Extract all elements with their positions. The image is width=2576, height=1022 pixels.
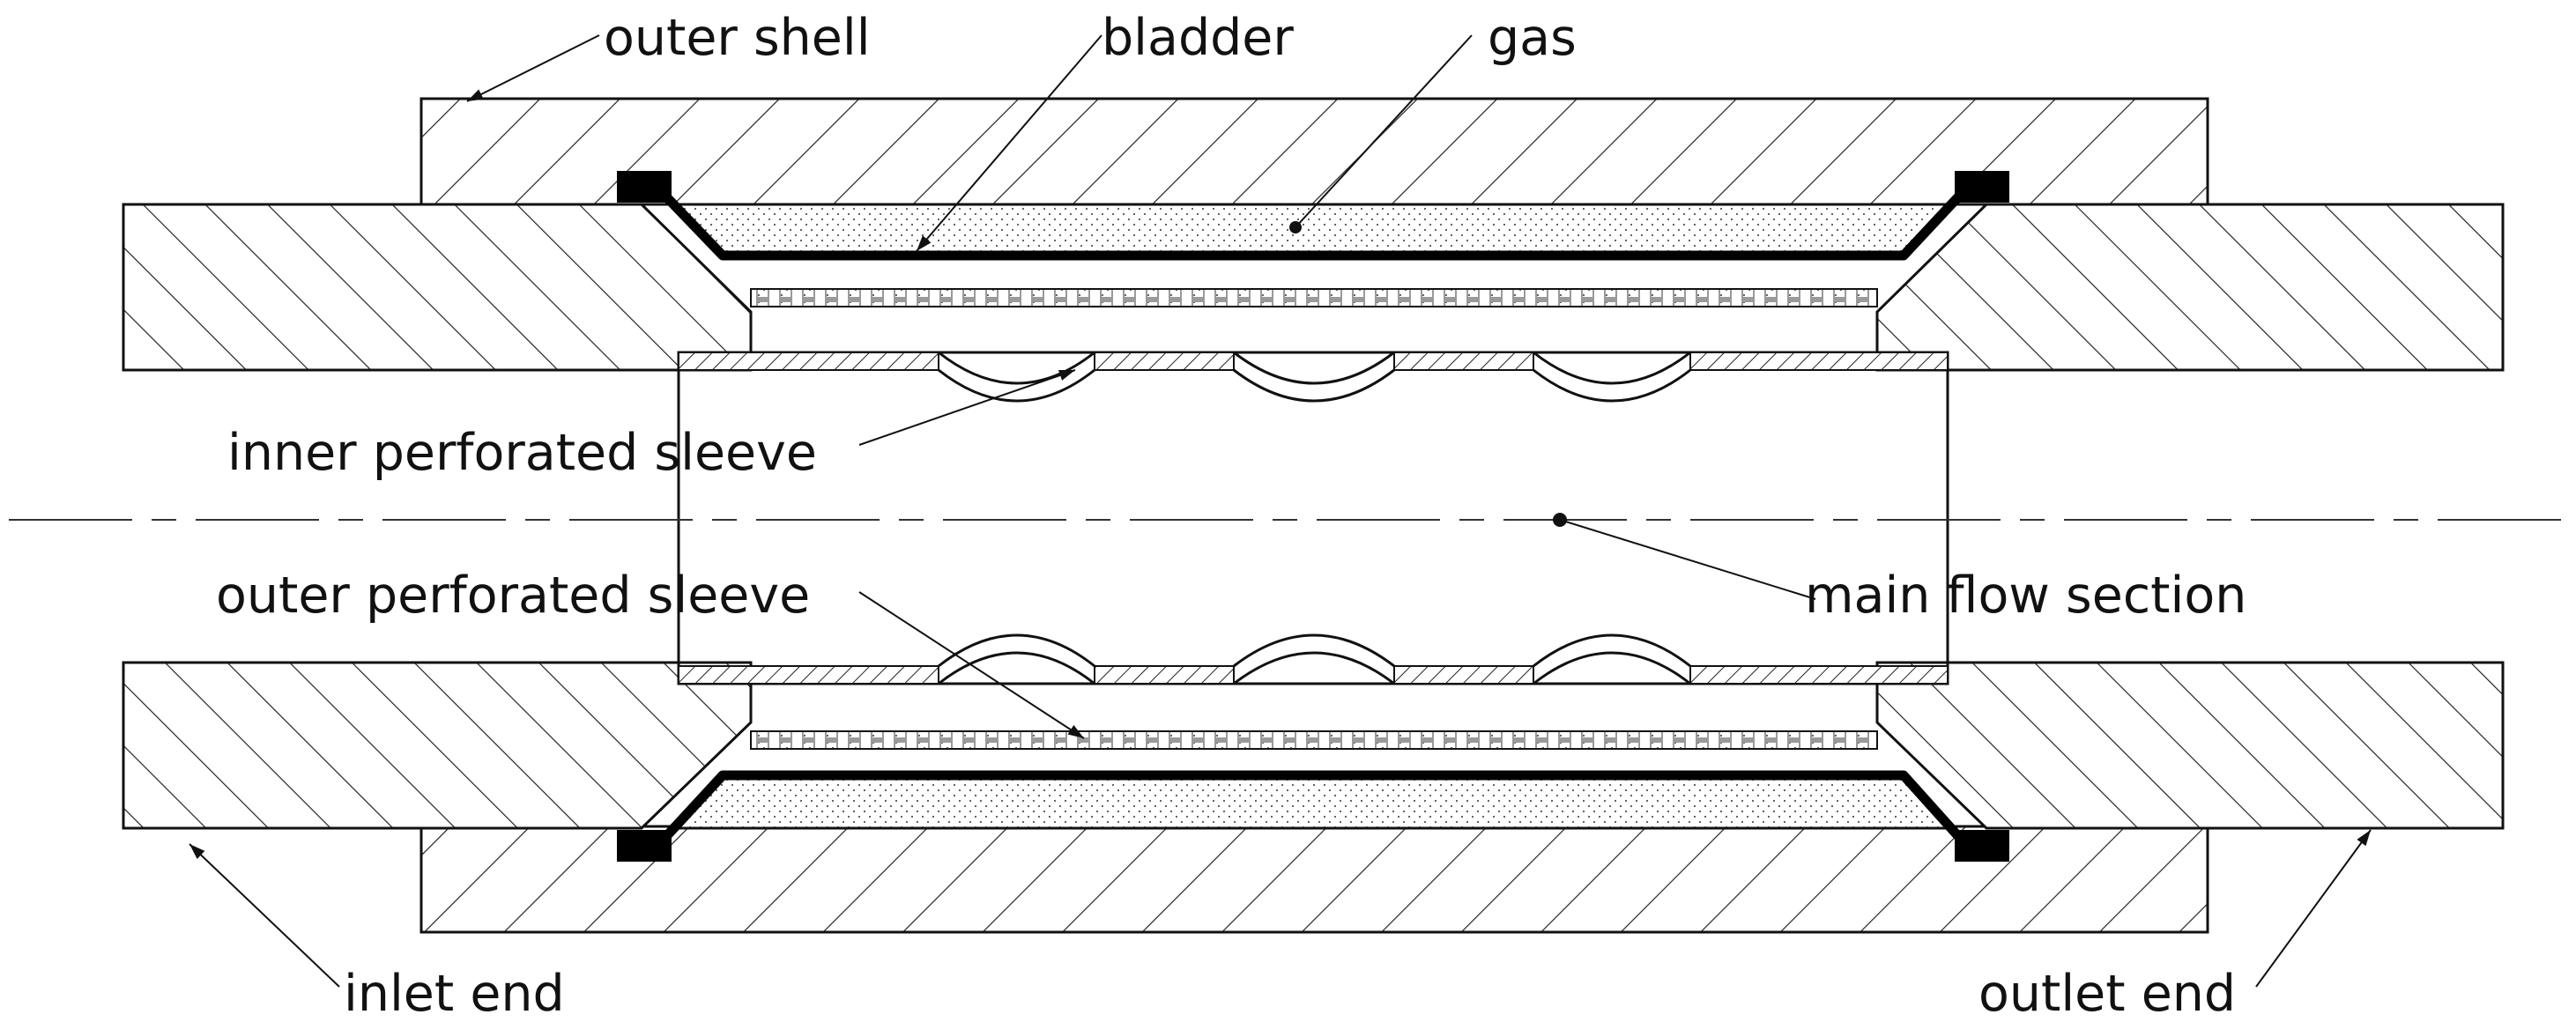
outer-perforated-sleeve <box>749 288 1879 750</box>
label-outlet-end: outlet end <box>1978 965 2236 1022</box>
bladder-clamp <box>617 171 2009 862</box>
bladder <box>655 186 1970 848</box>
inner-perforated-sleeve <box>677 351 1949 685</box>
label-bladder: bladder <box>1102 9 1294 67</box>
label-main-flow-section: main flow section <box>1805 567 2246 625</box>
label-inner-perforated-sleeve: inner perforated sleeve <box>227 424 817 482</box>
label-outer-perforated-sleeve: outer perforated sleeve <box>216 567 810 625</box>
leader-lines <box>189 34 2372 988</box>
gas-chamber <box>679 203 1948 830</box>
inlet-pipe-wall <box>122 203 753 830</box>
label-gas: gas <box>1488 9 1577 67</box>
outer-shell-body <box>419 97 2209 934</box>
label-inlet-end: inlet end <box>344 965 565 1022</box>
pipe-bore-lines <box>123 368 2503 664</box>
outlet-pipe-wall <box>1875 203 2505 830</box>
label-outer-shell: outer shell <box>604 9 871 67</box>
